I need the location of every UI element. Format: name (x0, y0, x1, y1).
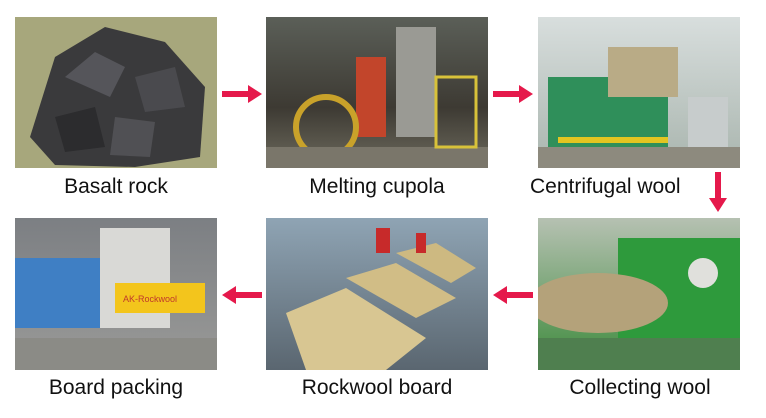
step-label-rockwool-board: Rockwool board (301, 376, 453, 399)
packing-machine-image: AK-Rockwool (15, 228, 217, 370)
step-label-melting-cupola: Melting cupola (309, 175, 445, 198)
arrow-right-icon (493, 85, 533, 103)
centrifuge-machine-image (538, 47, 740, 168)
basalt-rock-pile-image (30, 27, 205, 167)
collecting-wool-photo (538, 218, 740, 370)
step-label-board-packing: Board packing (48, 376, 184, 399)
rockwool-board-photo (266, 218, 488, 370)
arrow-right-icon (222, 85, 262, 103)
arrow-left-icon (493, 286, 533, 304)
board-packing-photo: AK-Rockwool (15, 218, 217, 370)
rockwool-boards-image (286, 228, 476, 370)
cupola-furnace-image (266, 27, 488, 168)
melting-cupola-photo (266, 17, 488, 168)
step-label-centrifugal-wool: Centrifugal wool (530, 175, 681, 198)
wool-collector-image (538, 238, 740, 370)
svg-text:AK-Rockwool: AK-Rockwool (123, 294, 177, 304)
basalt-rock-photo (15, 17, 217, 168)
step-label-basalt-rock: Basalt rock (64, 175, 168, 198)
step-label-collecting-wool: Collecting wool (569, 376, 711, 399)
centrifugal-wool-photo (538, 17, 740, 168)
arrow-left-icon (222, 286, 262, 304)
arrow-down-icon (709, 172, 727, 212)
